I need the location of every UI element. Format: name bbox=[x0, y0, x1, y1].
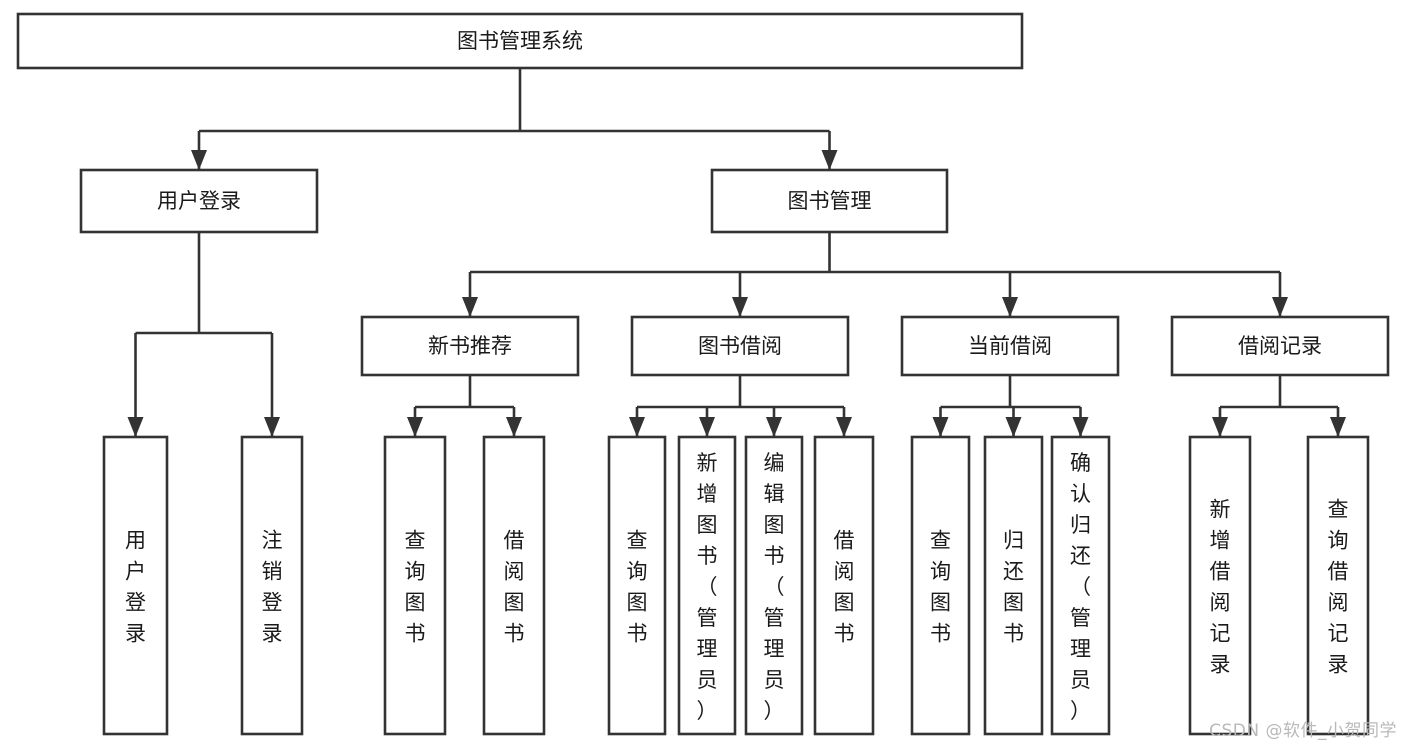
node-leaf-当前借阅-确认归还管理员-label: 确认归还（管理员） bbox=[1070, 451, 1091, 723]
node-leaf-新书推荐-查询图书[interactable]: 查询图书 bbox=[383, 435, 447, 736]
node-leaf-图书借阅-新增图书管理员[interactable]: 新增图书（管理员） bbox=[677, 435, 737, 736]
node-l3-当前借阅[interactable]: 当前借阅 bbox=[900, 315, 1120, 377]
node-leaf-用户登录-注销登录-label: 注销登录 bbox=[262, 529, 283, 646]
node-root-图书管理系统-label: 图书管理系统 bbox=[457, 29, 583, 53]
node-leaf-图书借阅-编辑图书管理员-label: 编辑图书（管理员） bbox=[764, 451, 785, 723]
node-leaf-用户登录-用户登录-label: 用户登录 bbox=[125, 529, 146, 646]
node-leaf-图书借阅-查询图书[interactable]: 查询图书 bbox=[607, 435, 667, 736]
node-leaf-图书借阅-查询图书-label: 查询图书 bbox=[627, 529, 648, 646]
node-l2-用户登录-label: 用户登录 bbox=[157, 189, 241, 213]
connectors-layer bbox=[127, 68, 1346, 437]
node-leaf-图书借阅-新增图书管理员-label: 新增图书（管理员） bbox=[697, 451, 718, 723]
node-l3-当前借阅-label: 当前借阅 bbox=[968, 334, 1052, 358]
node-leaf-借阅记录-新增借阅记录-label: 新增借阅记录 bbox=[1210, 498, 1231, 677]
node-l3-图书借阅-label: 图书借阅 bbox=[698, 334, 782, 358]
node-l2-图书管理[interactable]: 图书管理 bbox=[710, 168, 949, 234]
node-leaf-图书借阅-编辑图书管理员[interactable]: 编辑图书（管理员） bbox=[744, 435, 804, 736]
node-leaf-当前借阅-归还图书-label: 归还图书 bbox=[1003, 529, 1024, 646]
node-leaf-借阅记录-查询借阅记录-label: 查询借阅记录 bbox=[1328, 498, 1349, 677]
node-l2-用户登录[interactable]: 用户登录 bbox=[79, 168, 319, 234]
node-leaf-当前借阅-归还图书[interactable]: 归还图书 bbox=[983, 435, 1044, 736]
node-leaf-借阅记录-查询借阅记录[interactable]: 查询借阅记录 bbox=[1306, 435, 1370, 736]
node-leaf-图书借阅-借阅图书-label: 借阅图书 bbox=[834, 529, 855, 646]
node-l3-图书借阅[interactable]: 图书借阅 bbox=[630, 315, 850, 377]
node-l3-新书推荐[interactable]: 新书推荐 bbox=[360, 315, 580, 377]
node-leaf-当前借阅-查询图书[interactable]: 查询图书 bbox=[910, 435, 971, 736]
node-leaf-用户登录-用户登录[interactable]: 用户登录 bbox=[102, 435, 169, 736]
node-leaf-新书推荐-借阅图书[interactable]: 借阅图书 bbox=[482, 435, 546, 736]
node-l3-借阅记录[interactable]: 借阅记录 bbox=[1170, 315, 1390, 377]
node-l2-图书管理-label: 图书管理 bbox=[788, 189, 872, 213]
node-leaf-新书推荐-借阅图书-label: 借阅图书 bbox=[504, 529, 525, 646]
node-leaf-借阅记录-新增借阅记录[interactable]: 新增借阅记录 bbox=[1188, 435, 1252, 736]
node-leaf-当前借阅-查询图书-label: 查询图书 bbox=[930, 529, 951, 646]
node-l3-新书推荐-label: 新书推荐 bbox=[428, 334, 512, 358]
csdn-watermark: CSDN @软件_小贺同学 bbox=[1209, 721, 1397, 741]
nodes-layer: 图书管理系统用户登录图书管理新书推荐图书借阅当前借阅借阅记录用户登录注销登录查询… bbox=[16, 12, 1390, 736]
node-leaf-用户登录-注销登录[interactable]: 注销登录 bbox=[240, 435, 304, 736]
node-leaf-图书借阅-借阅图书[interactable]: 借阅图书 bbox=[813, 435, 875, 736]
node-leaf-当前借阅-确认归还管理员[interactable]: 确认归还（管理员） bbox=[1050, 435, 1111, 736]
node-leaf-新书推荐-查询图书-label: 查询图书 bbox=[405, 529, 426, 646]
node-root-图书管理系统[interactable]: 图书管理系统 bbox=[16, 12, 1024, 70]
node-l3-借阅记录-label: 借阅记录 bbox=[1238, 334, 1322, 358]
